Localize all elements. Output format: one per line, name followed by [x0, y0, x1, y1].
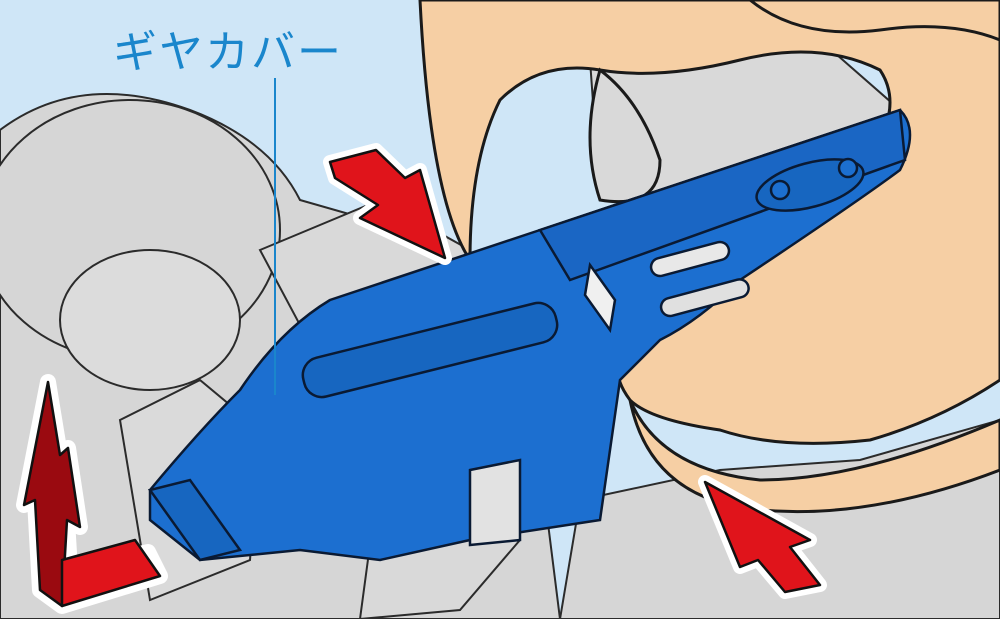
press-down-arrow-icon	[323, 143, 452, 265]
lift-l-arrow-icon	[16, 374, 168, 614]
gear-cover-part	[147, 108, 912, 562]
gear-cover-callout-label: ギヤカバー	[113, 27, 343, 78]
push-up-arrow-icon	[698, 475, 827, 599]
